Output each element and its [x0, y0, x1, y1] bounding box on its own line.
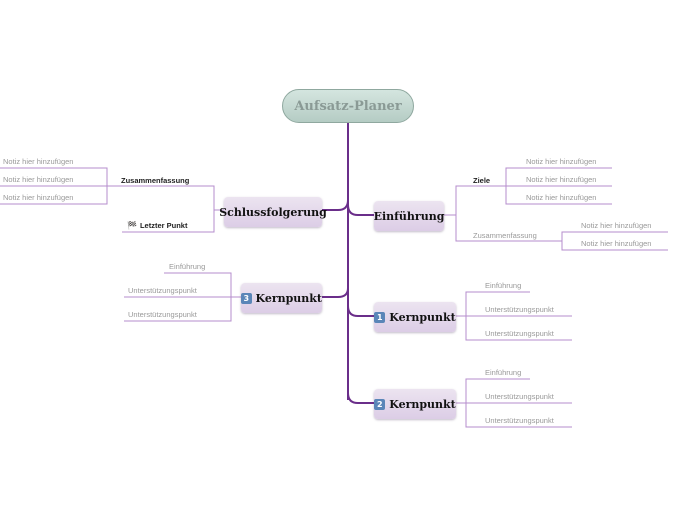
subtopic-zusammenfassung[interactable]: Zusammenfassung: [473, 231, 537, 240]
topic-title: Schlussfolgerung: [219, 205, 327, 219]
subtopic-ziele[interactable]: Ziele: [473, 176, 491, 185]
subtopic-item[interactable]: Unterstützungspunkt: [128, 310, 197, 319]
note-item[interactable]: Notiz hier hinzufügen: [3, 193, 74, 202]
topic-schlussfolgerung[interactable]: Schlussfolgerung: [219, 197, 327, 227]
topic-title: Kernpunkt: [389, 397, 456, 411]
topic-kernpunkt-3[interactable]: 3 Kernpunkt: [241, 283, 322, 313]
topic-title: Kernpunkt: [255, 291, 323, 305]
subtopic-label: Letzter Punkt: [139, 221, 188, 230]
subtopic-zusammenfassung[interactable]: Zusammenfassung: [121, 176, 190, 185]
number-2-icon: 2: [374, 398, 386, 410]
note-item[interactable]: Notiz hier hinzufügen: [3, 175, 74, 184]
note-item[interactable]: Notiz hier hinzufügen: [581, 239, 652, 248]
subtopic-item[interactable]: Unterstützungspunkt: [485, 305, 554, 314]
subtopic-item[interactable]: Unterstützungspunkt: [128, 286, 197, 295]
subtopic-item[interactable]: Einführung: [485, 281, 522, 290]
subtopic-item[interactable]: Unterstützungspunkt: [485, 329, 554, 338]
subtopic-item[interactable]: Einführung: [169, 262, 206, 271]
number-3-icon: 3: [241, 292, 252, 304]
topic-title: Einführung: [373, 209, 445, 223]
number-1-icon: 1: [374, 311, 386, 323]
note-item[interactable]: Notiz hier hinzufügen: [3, 157, 74, 166]
subtopic-item[interactable]: Unterstützungspunkt: [485, 392, 554, 401]
topic-title: Kernpunkt: [389, 310, 456, 324]
topic-kernpunkt-2[interactable]: 2 Kernpunkt: [374, 389, 456, 419]
note-item[interactable]: Notiz hier hinzufügen: [581, 221, 652, 230]
checkered-flag-icon: 🏁: [127, 221, 137, 230]
central-topic-title: Aufsatz-Planer: [294, 98, 402, 114]
subtopic-letzter-punkt[interactable]: 🏁Letzter Punkt: [127, 221, 187, 230]
central-topic[interactable]: Aufsatz-Planer: [282, 89, 414, 123]
subtopic-item[interactable]: Unterstützungspunkt: [485, 416, 554, 425]
note-item[interactable]: Notiz hier hinzufügen: [526, 175, 597, 184]
note-item[interactable]: Notiz hier hinzufügen: [526, 157, 597, 166]
subtopic-item[interactable]: Einführung: [485, 368, 522, 377]
topic-einfuehrung[interactable]: Einführung: [374, 201, 444, 231]
note-item[interactable]: Notiz hier hinzufügen: [526, 193, 597, 202]
topic-kernpunkt-1[interactable]: 1 Kernpunkt: [374, 302, 456, 332]
